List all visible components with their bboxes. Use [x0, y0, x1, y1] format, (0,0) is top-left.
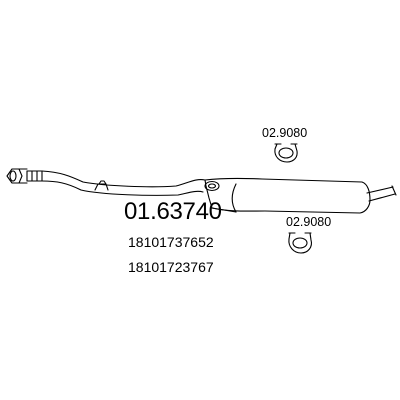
rear-muffler [204, 177, 371, 214]
tail-pipe [366, 185, 397, 202]
clamp-lower-drawing [288, 232, 312, 254]
clamp-label-upper: 02.9080 [262, 126, 308, 140]
front-pipe [26, 170, 206, 196]
clamp-label-lower: 02.9080 [286, 215, 332, 229]
front-flange [6, 168, 28, 184]
oe-number-1: 18101737652 [128, 234, 214, 250]
part-number: 01.63740 [124, 198, 222, 225]
clamp-upper-drawing [274, 143, 298, 163]
oe-number-2: 18101723767 [128, 259, 214, 275]
front-pipe-hanger [94, 180, 109, 191]
